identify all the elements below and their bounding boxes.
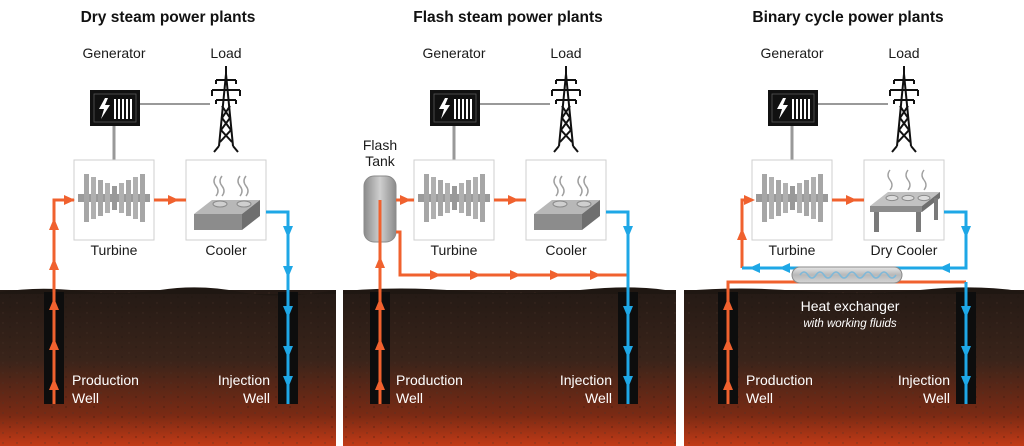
generator-label: Generator [422, 45, 485, 61]
cooler-label: Cooler [205, 242, 247, 258]
pylon-icon [211, 65, 241, 153]
arrow-icon [749, 226, 971, 388]
cold-flow-line [606, 210, 630, 404]
panel-binary-cycle: Binary cycle power plants Generator Load… [718, 9, 976, 406]
panel-title: Flash steam power plants [413, 9, 603, 26]
turbine-icon [413, 159, 495, 241]
heat-exchanger-icon [791, 266, 903, 284]
arrow-icon [49, 195, 179, 390]
turbine-label: Turbine [431, 242, 478, 258]
injection-well-label: Well [585, 390, 612, 406]
production-well-label: Well [72, 390, 99, 406]
load-label: Load [888, 45, 919, 61]
arrow-icon [623, 226, 633, 388]
arrow-icon [283, 226, 293, 388]
generator-icon [767, 89, 819, 127]
injection-well-label: Injection [898, 372, 950, 388]
cooler-icon [185, 159, 267, 241]
production-well-label: Production [396, 372, 463, 388]
panel-title: Dry steam power plants [81, 9, 256, 26]
injection-well-label: Well [243, 390, 270, 406]
panel-title: Binary cycle power plants [752, 9, 943, 26]
cold-flow-line [266, 210, 290, 404]
production-well-label: Production [746, 372, 813, 388]
heat-exchanger-label: Heat exchanger [801, 298, 900, 314]
turbine-icon [73, 159, 155, 241]
turbine-icon [751, 159, 833, 241]
pylon-icon [551, 65, 581, 153]
load-label: Load [550, 45, 581, 61]
cooler-label: Dry Cooler [871, 242, 938, 258]
flash-tank-label: Tank [365, 153, 396, 169]
panel-divider [676, 0, 684, 446]
arrow-icon [375, 195, 601, 390]
pylon-icon [889, 65, 919, 153]
flash-tank-label: Flash [363, 137, 397, 153]
cooler-icon [863, 159, 945, 241]
generator-label: Generator [82, 45, 145, 61]
generator-icon [89, 89, 141, 127]
panel-flash-steam: Flash steam power plants Generator Load … [363, 9, 638, 406]
generator-icon [429, 89, 481, 127]
production-well-label: Well [396, 390, 423, 406]
injection-well-label: Injection [218, 372, 270, 388]
injection-well-label: Well [923, 390, 950, 406]
generator-label: Generator [760, 45, 823, 61]
production-well-label: Well [746, 390, 773, 406]
panel-dry-steam: Dry steam power plants Generator Load Tu… [44, 9, 298, 406]
cooler-label: Cooler [545, 242, 587, 258]
heat-exchanger-sublabel: with working fluids [803, 318, 897, 330]
production-well-label: Production [72, 372, 139, 388]
arrow-icon [723, 195, 857, 390]
load-label: Load [210, 45, 241, 61]
panel-divider [336, 0, 343, 446]
cooler-icon [525, 159, 607, 241]
injection-well-label: Injection [560, 372, 612, 388]
turbine-label: Turbine [91, 242, 138, 258]
turbine-label: Turbine [769, 242, 816, 258]
